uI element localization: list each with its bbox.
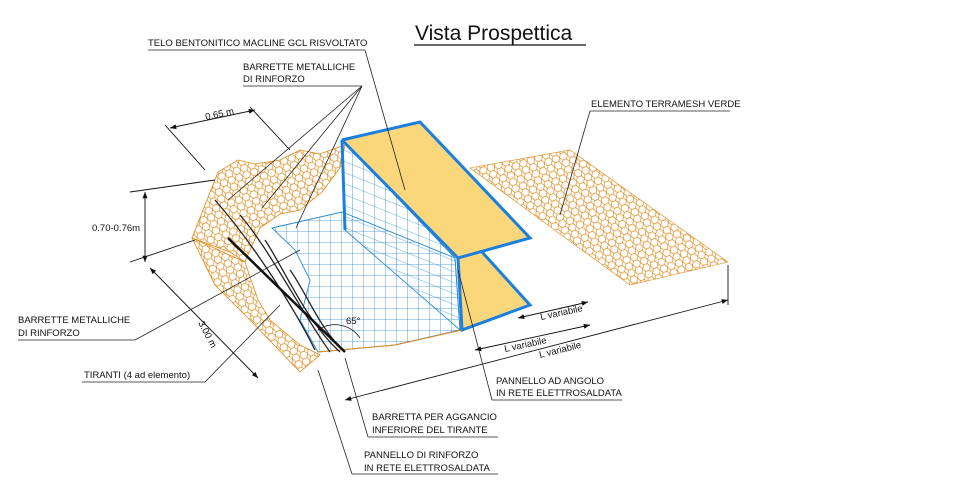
label-barretta-aggancio-2: INFERIORE DEL TIRANTE: [372, 425, 488, 436]
label-barretta-aggancio-1: BARRETTA PER AGGANCIO: [372, 412, 497, 423]
dim-l-variable-1-label: L variabile: [539, 303, 583, 323]
label-barrette-left-2: DI RINFORZO: [18, 328, 80, 339]
callout-pannello-rinforzo: PANNELLO DI RINFORZO IN RETE ELETTROSALD…: [317, 369, 498, 475]
corner-panel-face: [342, 122, 530, 258]
dim-width: 0.65 m: [164, 106, 291, 171]
label-telo: TELO BENTONITICO MACLINE GCL RISVOLTATO: [148, 38, 367, 49]
drawing-title: Vista Prospettica: [415, 22, 573, 45]
tie-rods: [214, 199, 346, 353]
dim-width-label: 0.65 m: [204, 106, 235, 123]
corner-panel-frame-top: [340, 120, 533, 260]
gabion-mesh-left: [191, 144, 346, 263]
dim-height-label: 0.70-0.76m: [92, 223, 140, 234]
label-pannello-angolo-2: IN RETE ELETTROSALDATA: [496, 388, 622, 399]
label-pannello-rinforzo-1: PANNELLO DI RINFORZO: [364, 450, 478, 461]
callout-telo: TELO BENTONITICO MACLINE GCL RISVOLTATO: [148, 38, 406, 191]
label-pannello-rinforzo-2: IN RETE ELETTROSALDATA: [364, 463, 490, 474]
corner-panel-frame-side: [340, 139, 347, 231]
callout-barrette-top: BARRETTE METALLICHE DI RINFORZO: [227, 62, 363, 229]
dim-angle-label: 65°: [346, 316, 361, 327]
dim-height: 0.70-0.76m: [92, 179, 216, 263]
terramesh-mesh: [469, 149, 729, 286]
label-pannello-angolo-1: PANNELLO AD ANGOLO: [496, 376, 604, 387]
callout-terramesh: ELEMENTO TERRAMESH VERDE: [559, 99, 741, 216]
label-terramesh: ELEMENTO TERRAMESH VERDE: [591, 99, 741, 110]
label-barrette-left-1: BARRETTE METALLICHE: [18, 315, 130, 326]
callout-pannello-angolo: PANNELLO AD ANGOLO IN RETE ELETTROSALDAT…: [457, 269, 622, 401]
callout-barretta-aggancio: BARRETTA PER AGGANCIO INFERIORE DEL TIRA…: [344, 357, 498, 438]
callout-tiranti: TIRANTI (4 ad elemento): [82, 304, 281, 383]
callout-barrette-left: BARRETTE METALLICHE DI RINFORZO: [18, 249, 301, 341]
label-barrette-top-1: BARRETTE METALLICHE: [243, 62, 355, 73]
label-tiranti: TIRANTI (4 ad elemento): [84, 370, 190, 381]
label-barrette-top-2: DI RINFORZO: [243, 74, 305, 85]
